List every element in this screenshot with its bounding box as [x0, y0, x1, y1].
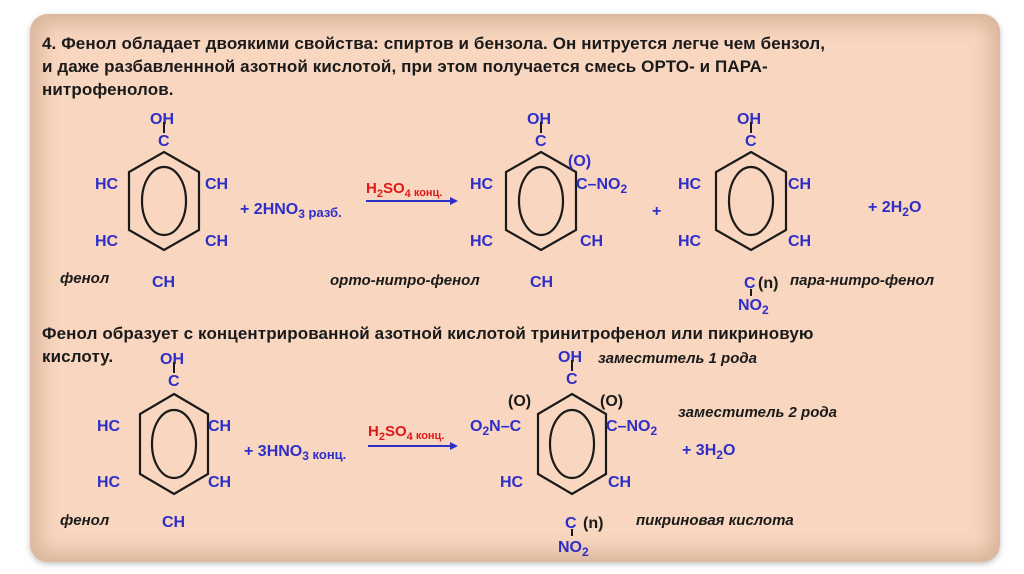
- catalyst-h2so4-2: H2SO4 конц.: [368, 423, 444, 443]
- ortho-mark-left: (O): [508, 393, 531, 410]
- picric-acid-molecule: OH C (O) (O) O2N–C C–NO2 HC CH C (n) NO2: [470, 349, 657, 559]
- benzene-ring: [536, 392, 608, 496]
- ch-top-right: CH: [788, 176, 811, 193]
- aromatic-circle: [140, 165, 188, 237]
- o2n-c-group: O2N–C: [470, 418, 522, 438]
- mid-text-line-1: Фенол образует с концентрированной азотн…: [42, 324, 814, 343]
- carbon-label: C: [535, 133, 547, 150]
- aromatic-circle: [150, 408, 198, 480]
- ch-bottom-right: CH: [208, 474, 231, 491]
- label-substituent-2: заместитель 2 рода: [678, 404, 837, 421]
- phenol-molecule-1: OH C HC CH HC CH CH: [95, 111, 228, 291]
- ortho-nitrophenol-molecule: OH C (O) HC C–NO2 HC CH CH: [470, 111, 627, 291]
- hc-bottom-left: HC: [678, 233, 702, 250]
- benzene-ring: [504, 150, 578, 252]
- label-phenol-1: фенол: [60, 270, 110, 287]
- aromatic-circle: [548, 408, 596, 480]
- hc-bottom-left: HC: [470, 233, 494, 250]
- carbon-label: C: [565, 515, 577, 532]
- label-picric-acid: пикриновая кислота: [636, 512, 794, 529]
- c-no2-group: C–NO2: [576, 176, 627, 196]
- oh-group: OH: [558, 349, 582, 366]
- ch-bottom-right: CH: [580, 233, 603, 250]
- ch-bottom: CH: [530, 274, 553, 291]
- oh-group: OH: [737, 111, 761, 128]
- oh-group: OH: [150, 111, 174, 128]
- no2-group: NO2: [558, 539, 589, 559]
- mid-text-line-2: кислоту.: [42, 347, 114, 366]
- catalyst-h2so4-1: H2SO4 конц.: [366, 180, 442, 200]
- ch-bottom: CH: [152, 274, 175, 291]
- phenol-molecule-2: OH C HC CH HC CH CH: [97, 351, 231, 531]
- arrow-head-1: [450, 197, 458, 205]
- ortho-mark-right: (O): [600, 393, 623, 410]
- para-mark: (n): [758, 275, 778, 292]
- hc-top-left: HC: [678, 176, 702, 193]
- hc-top-left: HC: [470, 176, 494, 193]
- carbon-label: C: [745, 133, 757, 150]
- reagent-hno3-2: + 3HNO3 конц.: [244, 443, 346, 463]
- aromatic-circle: [517, 165, 565, 237]
- ch-bottom-right: CH: [608, 474, 631, 491]
- water-product-2: + 3H2O: [682, 442, 735, 462]
- carbon-label: C: [158, 133, 170, 150]
- hc-top-left: HC: [97, 418, 121, 435]
- intro-line-3: нитрофенолов.: [42, 80, 174, 99]
- carbon-label: C: [744, 275, 756, 292]
- arrow-head-2: [450, 442, 458, 450]
- hc-bottom-left: HC: [95, 233, 119, 250]
- label-ortho-nitrophenol: орто-нитро-фенол: [330, 272, 480, 289]
- benzene-ring: [138, 392, 210, 496]
- hc-top-left: HC: [95, 176, 119, 193]
- ortho-mark: (O): [568, 153, 591, 170]
- carbon-label: C: [168, 373, 180, 390]
- c-no2-group: C–NO2: [606, 418, 657, 438]
- hc-bottom-left: HC: [500, 474, 524, 491]
- hc-bottom-left: HC: [97, 474, 121, 491]
- oh-group: OH: [527, 111, 551, 128]
- benzene-ring: [127, 150, 201, 252]
- water-product-1: + 2H2O: [868, 199, 921, 219]
- slide-panel: [30, 14, 1000, 562]
- no2-group: NO2: [738, 297, 769, 317]
- intro-line-1: 4. Фенол обладает двоякими свойства: спи…: [42, 34, 826, 53]
- intro-line-2: и даже разбавленнной азотной кислотой, п…: [42, 57, 768, 76]
- ch-bottom-right: CH: [205, 233, 228, 250]
- reagent-hno3-1: + 2HNO3 разб.: [240, 201, 342, 221]
- para-mark: (n): [583, 515, 603, 532]
- plus-sign: +: [652, 203, 661, 220]
- label-para-nitrophenol: пара-нитро-фенол: [790, 272, 935, 289]
- ch-top-right: CH: [205, 176, 228, 193]
- ch-bottom: CH: [162, 514, 185, 531]
- carbon-label: C: [566, 371, 578, 388]
- benzene-ring: [714, 150, 788, 252]
- aromatic-circle: [727, 165, 775, 237]
- label-phenol-2: фенол: [60, 512, 110, 529]
- para-nitrophenol-molecule: OH C HC CH HC CH C (n) NO2: [678, 111, 811, 317]
- label-substituent-1: заместитель 1 рода: [598, 350, 757, 367]
- ch-top-right: CH: [208, 418, 231, 435]
- oh-group: OH: [160, 351, 184, 368]
- ch-bottom-right: CH: [788, 233, 811, 250]
